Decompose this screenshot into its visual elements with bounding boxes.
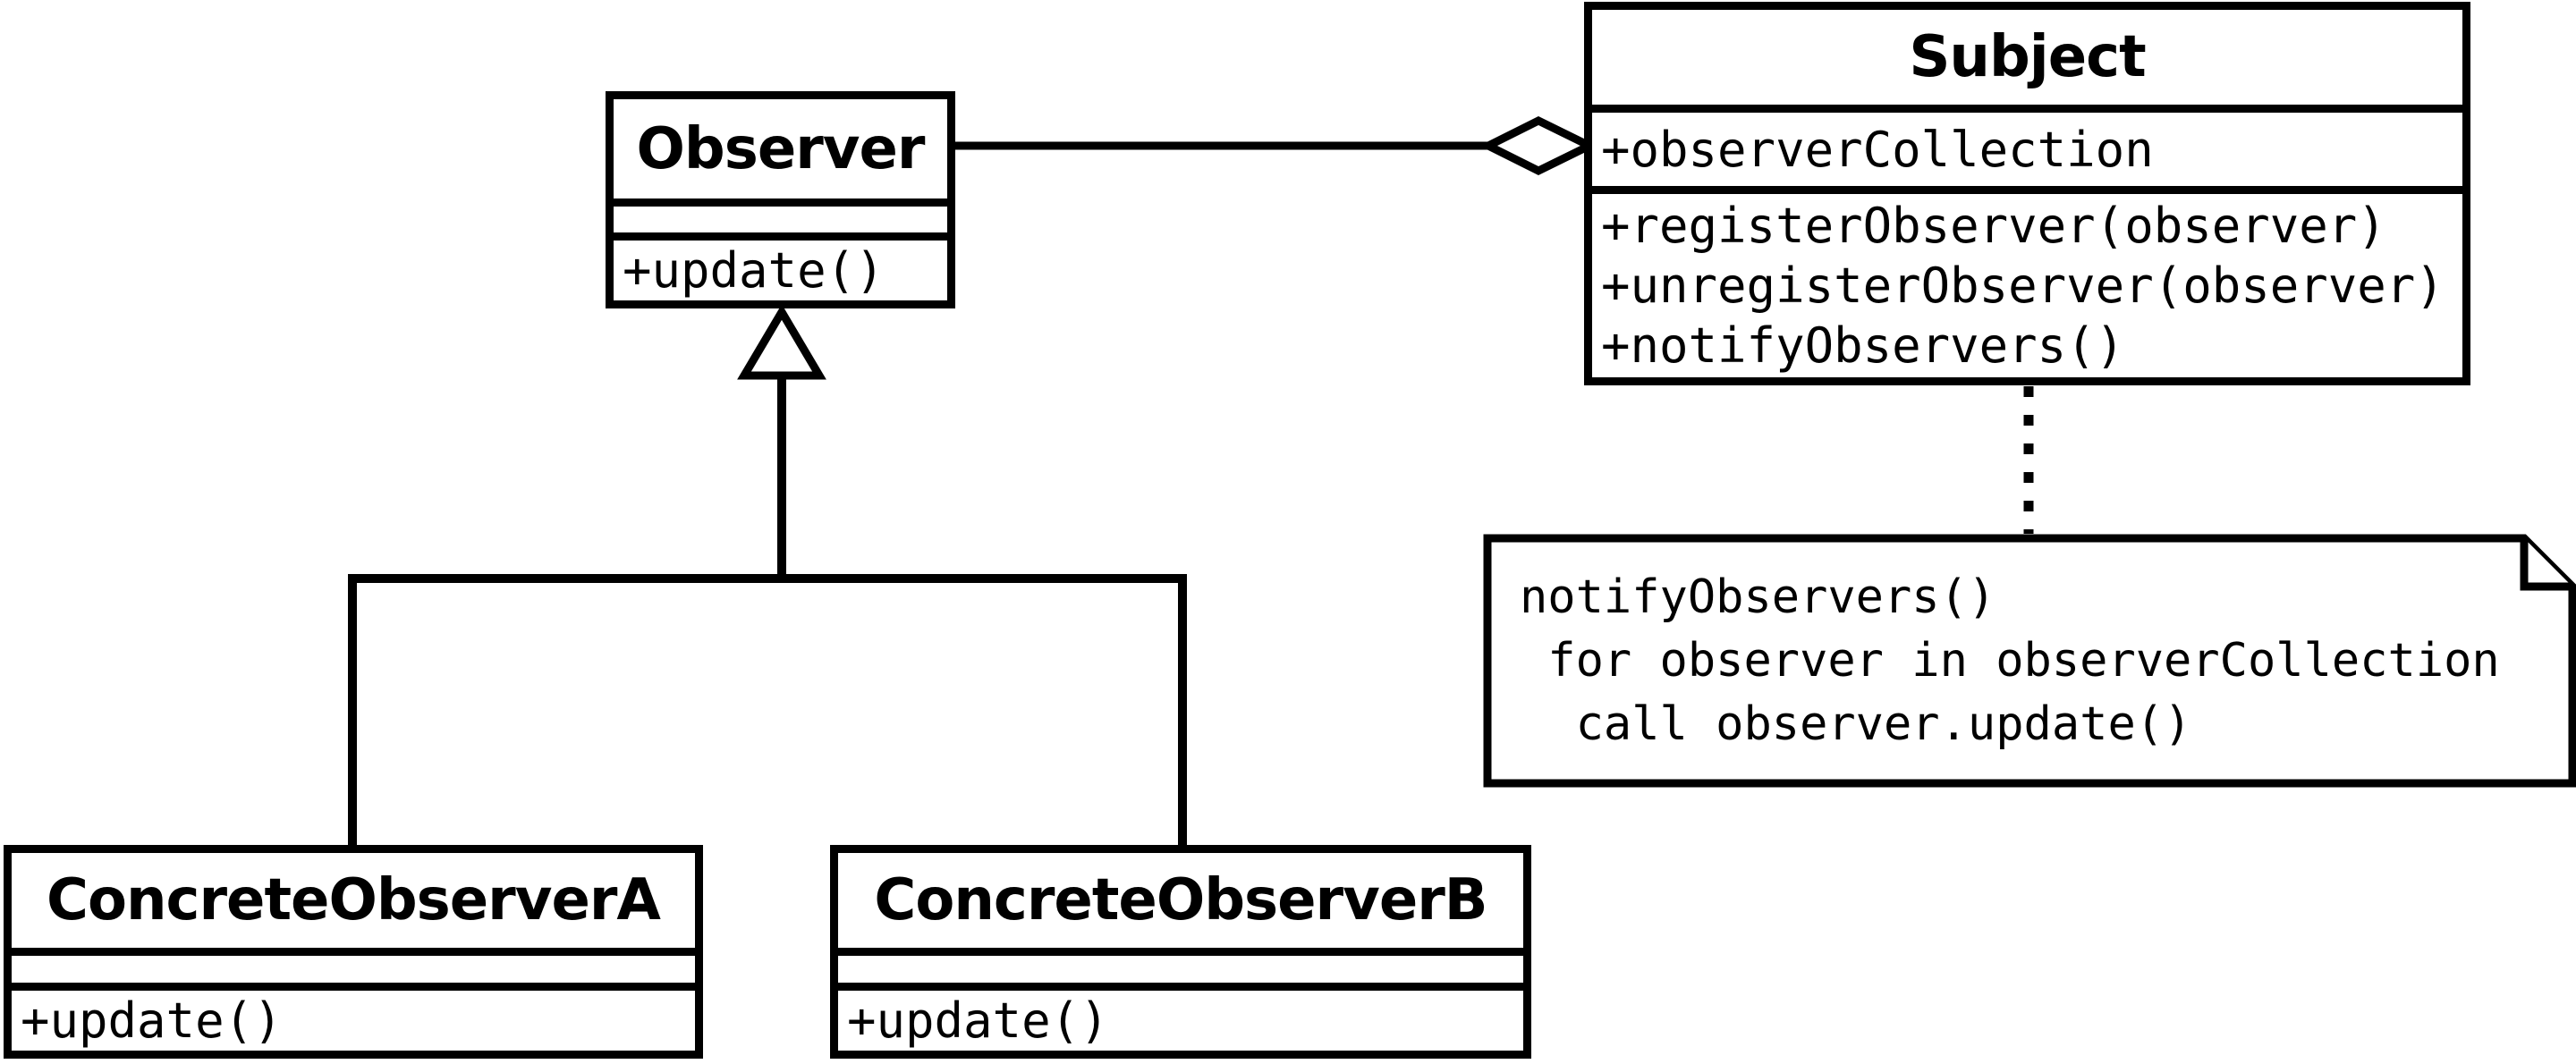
class-concrete-observer-b: ConcreteObserverB +update() [830,845,1531,1059]
aggregation-diamond-icon [1479,115,1599,176]
note-fold-icon [2520,538,2572,591]
attribute-observer-collection: +observerCollection [1601,121,2154,178]
generalization-tree-line [348,574,1187,849]
class-observer-attributes-empty [614,198,947,232]
method-register-observer: +registerObserver(observer) [1601,198,2386,254]
method-update: +update() [847,992,1109,1049]
method-notify-observers: +notifyObservers() [1601,317,2125,374]
class-subject-title: Subject [1909,24,2146,90]
method-update: +update() [21,992,283,1049]
class-observer: Observer +update() [606,91,955,308]
note-shape [1483,534,2576,788]
class-subject: Subject +observerCollection +registerObs… [1584,2,2470,385]
note: notifyObservers() for observer in observ… [1496,546,2565,776]
class-concrete-observer-a-methods: +update() [12,983,695,1051]
method-update: +update() [623,242,885,299]
method-unregister-observer: +unregisterObserver(observer) [1601,258,2445,314]
note-line: call observer.update() [1520,697,2192,751]
generalization-triangle-icon [737,304,826,380]
class-concrete-observer-b-methods: +update() [838,983,1523,1051]
class-subject-methods: +registerObserver(observer) +unregisterO… [1592,186,2462,377]
class-observer-title: Observer [636,115,926,182]
class-concrete-observer-a: ConcreteObserverA +update() [4,845,703,1059]
note-line: notifyObservers() [1520,570,1996,624]
class-observer-methods: +update() [614,232,947,300]
class-concrete-observer-b-title: ConcreteObserverB [874,867,1487,933]
note-line: for observer in observerCollection [1520,634,2500,688]
class-concrete-observer-a-attributes-empty [12,948,695,983]
class-subject-attributes: +observerCollection [1592,105,2462,186]
class-concrete-observer-a-title: ConcreteObserverA [47,867,661,933]
class-concrete-observer-b-attributes-empty [838,948,1523,983]
